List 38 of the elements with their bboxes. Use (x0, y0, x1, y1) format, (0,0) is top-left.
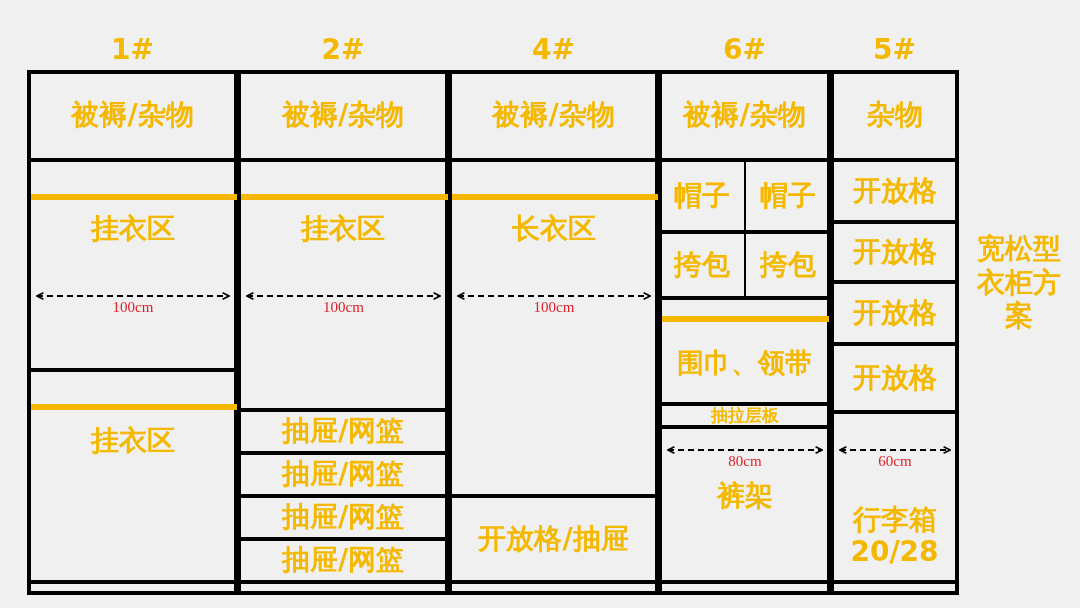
compartment-label: 帽子 (674, 179, 730, 213)
compartment-label: 挂衣区 (301, 213, 385, 246)
compartment-label: 开放格 (852, 296, 937, 330)
compartment-label: 抽屉/网篮 (281, 458, 405, 491)
compartment-label: 裤架 (716, 479, 773, 512)
dimension-label: 60cm (878, 453, 912, 470)
compartment-label: 被褥/杂物 (281, 98, 405, 132)
dimension-label: 100cm (323, 299, 364, 316)
compartment-label: 帽子 (759, 179, 816, 213)
dimension-label: 100cm (112, 299, 154, 316)
compartment-label: 挎包 (759, 248, 816, 282)
compartment-label: 被褥/杂物 (683, 98, 806, 132)
compartment-label: 挂衣区 (90, 213, 175, 246)
compartment-label: 挎包 (674, 248, 730, 282)
compartment-label: 抽屉/网篮 (281, 501, 405, 534)
compartment-label: 长衣区 (511, 213, 596, 246)
column-number: 1# (110, 33, 155, 66)
compartment-label: 开放格/抽屉 (478, 522, 629, 556)
column-number: 6# (722, 33, 767, 66)
compartment-label: 抽屉/网篮 (281, 415, 405, 448)
compartment-label: 行李箱20/28 (849, 503, 940, 568)
compartment-label: 开放格 (852, 235, 937, 269)
compartment-label: 开放格 (852, 361, 937, 395)
compartment-label: 抽拉层板 (710, 405, 779, 426)
column-number: 5# (872, 33, 917, 66)
compartment-label: 被褥/杂物 (492, 98, 615, 132)
compartment-label: 挂衣区 (90, 425, 175, 458)
compartment-label: 开放格 (852, 174, 937, 208)
dimension-label: 100cm (533, 299, 575, 316)
compartment-label: 杂物 (866, 98, 923, 132)
compartment-label: 围巾、领带 (677, 347, 812, 379)
column-number: 4# (531, 33, 576, 66)
compartment-label: 抽屉/网篮 (281, 544, 405, 577)
compartment-label: 被褥/杂物 (71, 98, 194, 132)
dimension-label: 80cm (728, 453, 762, 470)
wardrobe-column (830, 70, 959, 595)
diagram-title: 宽松型衣柜方案 (975, 232, 1062, 333)
column-number: 2# (320, 33, 366, 66)
